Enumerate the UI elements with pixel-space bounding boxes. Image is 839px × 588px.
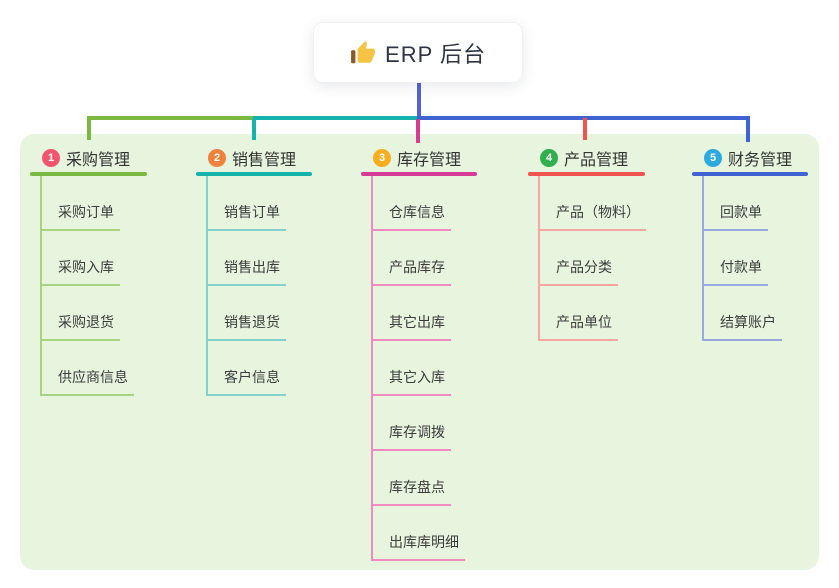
child-label: 产品（物料） bbox=[556, 204, 640, 220]
child-node[interactable]: 采购入库 bbox=[40, 256, 120, 286]
branch-node-inventory[interactable]: 3 库存管理 bbox=[361, 147, 477, 169]
child-label: 产品单位 bbox=[556, 314, 612, 330]
branch-index-badge: 4 bbox=[540, 149, 558, 167]
child-label: 客户信息 bbox=[224, 369, 280, 385]
child-label: 付款单 bbox=[720, 259, 762, 275]
root-node-erp[interactable]: ERP 后台 bbox=[313, 22, 523, 83]
child-node[interactable]: 产品库存 bbox=[371, 256, 451, 286]
branch-children-connector bbox=[40, 176, 42, 396]
branch-label: 产品管理 bbox=[564, 152, 629, 169]
branch-children-connector bbox=[371, 176, 373, 561]
branch-children-connector bbox=[538, 176, 540, 341]
child-node[interactable]: 产品单位 bbox=[538, 311, 618, 341]
child-label: 采购入库 bbox=[58, 259, 114, 275]
child-label: 其它入库 bbox=[389, 369, 445, 385]
branch-index-badge: 1 bbox=[42, 149, 60, 167]
child-node[interactable]: 库存调拨 bbox=[371, 421, 451, 451]
child-node[interactable]: 采购订单 bbox=[40, 201, 120, 231]
child-node[interactable]: 产品（物料） bbox=[538, 201, 646, 231]
child-label: 库存盘点 bbox=[389, 479, 445, 495]
child-node[interactable]: 销售退货 bbox=[206, 311, 286, 341]
connector-root-vertical bbox=[417, 83, 421, 119]
child-label: 回款单 bbox=[720, 204, 762, 220]
child-label: 销售退货 bbox=[224, 314, 280, 330]
branches-panel bbox=[20, 134, 819, 570]
connector-horizontal-sales bbox=[253, 116, 419, 120]
child-node[interactable]: 仓库信息 bbox=[371, 201, 451, 231]
child-label: 结算账户 bbox=[720, 314, 776, 330]
branch-underline bbox=[692, 172, 808, 176]
branch-node-sales[interactable]: 2 销售管理 bbox=[196, 147, 312, 169]
child-label: 产品库存 bbox=[389, 259, 445, 275]
branch-index-badge: 3 bbox=[373, 149, 391, 167]
child-label: 供应商信息 bbox=[58, 369, 128, 385]
child-node[interactable]: 其它出库 bbox=[371, 311, 451, 341]
connector-drop-product bbox=[583, 118, 587, 140]
connector-drop-finance bbox=[746, 118, 750, 142]
child-node[interactable]: 付款单 bbox=[702, 256, 768, 286]
connector-drop-inventory bbox=[416, 119, 420, 143]
child-node[interactable]: 结算账户 bbox=[702, 311, 782, 341]
connector-drop-purchase bbox=[87, 118, 91, 140]
branch-node-purchase[interactable]: 1 采购管理 bbox=[30, 147, 147, 169]
child-label: 出库库明细 bbox=[389, 534, 459, 550]
branch-label: 库存管理 bbox=[397, 152, 462, 169]
root-node-label: ERP 后台 bbox=[385, 41, 486, 67]
connector-drop-sales bbox=[252, 118, 256, 140]
branch-underline bbox=[528, 172, 645, 176]
branch-label: 财务管理 bbox=[728, 152, 793, 169]
child-label: 产品分类 bbox=[556, 259, 612, 275]
child-node[interactable]: 销售出库 bbox=[206, 256, 286, 286]
child-node[interactable]: 其它入库 bbox=[371, 366, 451, 396]
child-label: 销售出库 bbox=[224, 259, 280, 275]
branch-underline bbox=[30, 172, 147, 176]
child-label: 仓库信息 bbox=[389, 204, 445, 220]
child-node[interactable]: 销售订单 bbox=[206, 201, 286, 231]
child-node[interactable]: 供应商信息 bbox=[40, 366, 134, 396]
child-label: 采购退货 bbox=[58, 314, 114, 330]
child-node[interactable]: 采购退货 bbox=[40, 311, 120, 341]
branch-underline bbox=[361, 172, 477, 176]
child-label: 销售订单 bbox=[224, 204, 280, 220]
branch-index-badge: 5 bbox=[704, 149, 722, 167]
branch-label: 销售管理 bbox=[232, 152, 297, 169]
child-node[interactable]: 出库库明细 bbox=[371, 531, 465, 561]
branch-children-connector bbox=[702, 176, 704, 341]
branch-node-finance[interactable]: 5 财务管理 bbox=[692, 147, 808, 169]
child-node[interactable]: 客户信息 bbox=[206, 366, 286, 396]
branch-label: 采购管理 bbox=[66, 152, 131, 169]
child-node[interactable]: 回款单 bbox=[702, 201, 768, 231]
child-node[interactable]: 产品分类 bbox=[538, 256, 618, 286]
child-label: 库存调拨 bbox=[389, 424, 445, 440]
branch-index-badge: 2 bbox=[208, 149, 226, 167]
branch-underline bbox=[196, 172, 312, 176]
child-label: 采购订单 bbox=[58, 204, 114, 220]
thumbs-up-icon bbox=[351, 40, 375, 63]
child-node[interactable]: 库存盘点 bbox=[371, 476, 451, 506]
child-label: 其它出库 bbox=[389, 314, 445, 330]
branch-children-connector bbox=[206, 176, 208, 396]
connector-horizontal-purchase bbox=[87, 116, 254, 120]
branch-node-product[interactable]: 4 产品管理 bbox=[528, 147, 645, 169]
